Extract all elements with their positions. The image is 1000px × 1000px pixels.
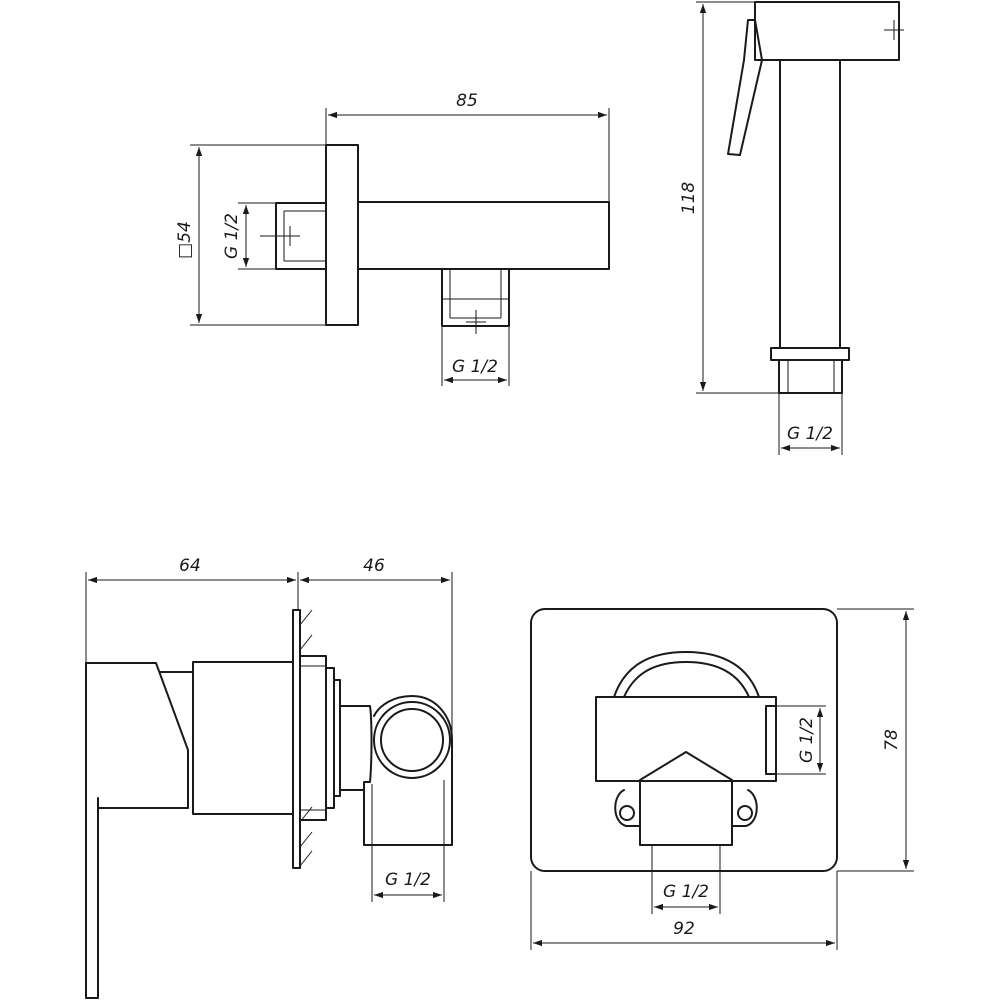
dim-mixer-side-thread: G 1/2	[385, 870, 431, 890]
sprayer-thread	[778, 359, 843, 394]
sprayer-nut	[770, 347, 850, 361]
mixer-cartridge	[192, 661, 294, 815]
dim-sprayer-thread: G 1/2	[787, 424, 833, 444]
hand-sprayer-view: 118 G 1/2	[679, 1, 904, 455]
holder-arm	[357, 201, 610, 270]
sprayer-handle	[779, 59, 841, 349]
mixer-lever	[85, 662, 99, 999]
dim-holder-flange-square: □54	[175, 221, 195, 259]
dim-mixer-rear-depth: 46	[363, 556, 385, 576]
dim-front-thread-bottom: G 1/2	[663, 882, 709, 902]
dim-front-height: 78	[882, 729, 902, 751]
wall-hatching	[299, 609, 313, 867]
mixer-front-block	[595, 696, 777, 782]
mixer-valve-body	[339, 695, 453, 846]
mixer-outlet-bore	[380, 708, 444, 772]
dim-holder-thread-side: G 1/2	[222, 213, 242, 259]
mixer-front-plate	[530, 608, 838, 872]
mixer-front-outlet	[639, 751, 733, 846]
dim-mixer-front-depth: 64	[179, 556, 201, 576]
mixer-side-view: 64 46 G 1/2	[85, 556, 453, 999]
dim-sprayer-height: 118	[679, 182, 699, 215]
dim-holder-thread-bottom: G 1/2	[452, 357, 498, 377]
dim-holder-width: 85	[456, 91, 478, 111]
sprayer-trigger	[727, 19, 763, 156]
mixer-outlet-ring	[373, 701, 451, 779]
mixer-front-view: G 1/2 78 G 1/2 92	[530, 608, 914, 950]
dim-front-thread-side: G 1/2	[797, 717, 817, 763]
mixer-wall-plate	[292, 609, 301, 869]
mixer-handle-body	[85, 662, 189, 809]
shower-holder-view: 85 □54 G 1/2 G 1/2	[175, 91, 610, 386]
holder-flange	[325, 144, 359, 326]
sprayer-head	[754, 1, 900, 61]
dim-front-width: 92	[673, 919, 695, 939]
